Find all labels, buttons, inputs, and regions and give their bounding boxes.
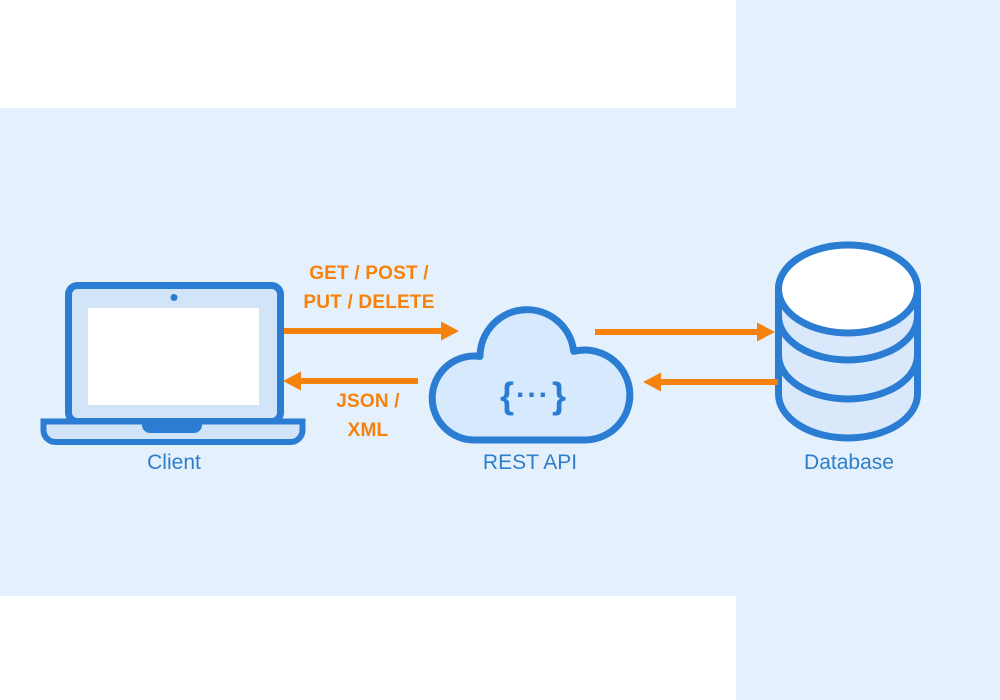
api-to-db-arrow <box>595 322 775 342</box>
request-methods-line2: PUT / DELETE <box>303 292 435 313</box>
request-methods-label: GET / POST / PUT / DELETE <box>283 259 455 317</box>
background-panel-top <box>0 0 736 108</box>
request-methods-line1: GET / POST / <box>309 263 429 284</box>
db-to-api-arrow <box>643 372 778 392</box>
response-formats-line2: XML <box>347 420 389 441</box>
laptop-camera-dot <box>170 294 178 301</box>
request-arrow <box>284 321 459 341</box>
brace-open: { <box>499 375 514 416</box>
code-braces-symbol: { ... } <box>488 371 578 420</box>
laptop-base-notch <box>142 421 202 433</box>
response-arrowhead <box>283 371 301 391</box>
database-label: Database <box>804 451 894 474</box>
cloud-icon <box>428 306 634 444</box>
database-band-line-1 <box>775 315 921 364</box>
response-formats-line1: JSON / <box>336 391 400 412</box>
brace-close: } <box>552 375 567 416</box>
database-band-line-2 <box>775 354 921 403</box>
rest-api-label: REST API <box>482 451 578 474</box>
response-formats-label: JSON / XML <box>300 387 436 445</box>
cloud-shape <box>428 306 634 444</box>
db-to-api-arrowhead <box>643 372 661 392</box>
api-to-db-arrowhead <box>757 322 775 342</box>
laptop-icon <box>40 282 306 445</box>
brace-dots: ... <box>515 371 550 405</box>
request-arrowhead <box>441 321 459 341</box>
database-top-lid <box>775 241 921 337</box>
client-label: Client <box>147 451 201 474</box>
laptop-screen <box>88 308 259 405</box>
database-icon <box>775 241 921 442</box>
response-arrow <box>283 371 418 391</box>
background-panel-bottom <box>0 596 736 700</box>
